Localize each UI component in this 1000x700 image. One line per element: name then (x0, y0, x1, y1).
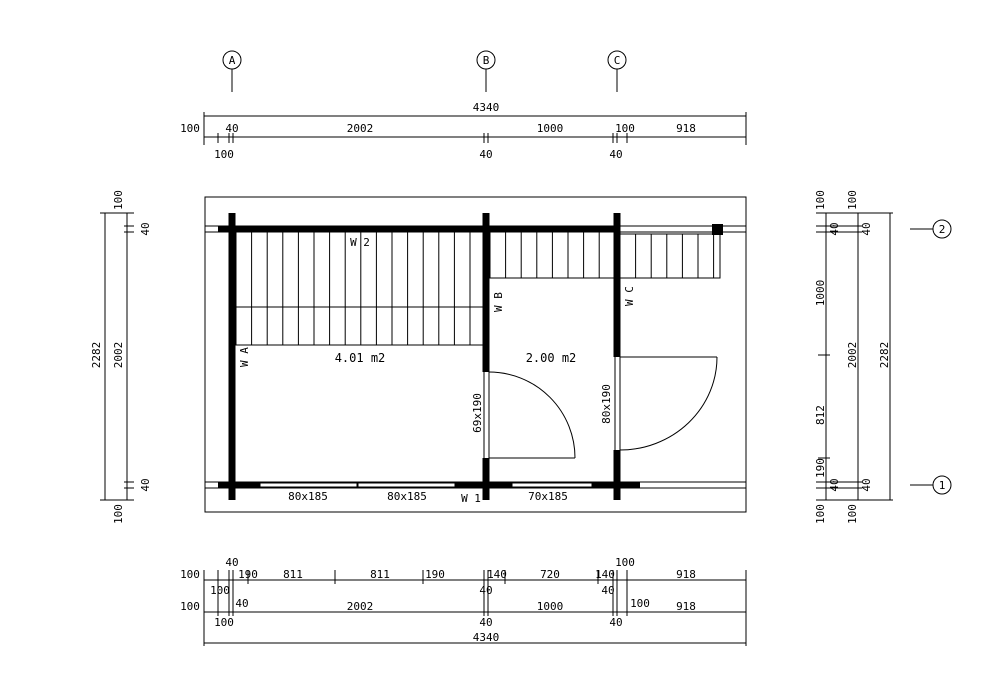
bottom-dimensions: 100 40 190 811 811 190 140 720 140 100 9… (180, 556, 747, 646)
room-area-label: 2.00 m2 (526, 351, 577, 365)
grid-axis-c: C (607, 50, 627, 92)
top-dimensions: 4340 100 40 2002 1000 100 918 100 40 40 (180, 101, 747, 161)
grid-label: A (229, 54, 236, 67)
dim-label: 40 (828, 222, 841, 235)
dim-label: 2002 (347, 122, 374, 135)
dim-label: 100 (615, 556, 635, 569)
deck-boards-right (635, 234, 715, 278)
dim-label: 40 (479, 148, 492, 161)
dim-label: 40 (479, 584, 492, 597)
windows (259, 482, 593, 488)
walls (218, 213, 640, 500)
door-size-label: 69x190 (471, 393, 484, 433)
dim-label: 100 (214, 616, 234, 629)
grid-axis-2: 2 (910, 219, 952, 239)
room-area-label: 4.01 m2 (335, 351, 386, 365)
dim-label: 100 (210, 584, 230, 597)
wall-mark: W A (238, 347, 251, 367)
dim-label: 190 (238, 568, 258, 581)
dim-label: 812 (814, 405, 827, 425)
dim-label: 2282 (90, 342, 103, 369)
dim-label: 100 (615, 122, 635, 135)
dim-label: 40 (609, 148, 622, 161)
dim-label: 40 (139, 222, 152, 235)
dim-label: 2002 (846, 342, 859, 369)
dim-label: 40 (860, 222, 873, 235)
deck-outline (235, 231, 721, 346)
door-middle (483, 371, 576, 459)
dim-label: 100 (180, 600, 200, 613)
window-size-label: 80x185 (387, 490, 427, 503)
left-dimensions: 2282 2002 100 40 40 100 (90, 190, 152, 524)
dim-label: 2002 (112, 342, 125, 369)
dim-label: 918 (676, 600, 696, 613)
post (712, 224, 723, 235)
dim-label: 40 (828, 478, 841, 491)
dim-label: 40 (225, 122, 238, 135)
dim-label: 100 (112, 190, 125, 210)
wall-mark: W 2 (350, 236, 370, 249)
grid-axis-b: B (476, 50, 496, 92)
dim-label: 140 (595, 568, 615, 581)
wall-mark: W 1 (461, 492, 481, 505)
dim-label: 1000 (814, 280, 827, 307)
deck-boards-left (251, 232, 471, 345)
window-size-label: 80x185 (288, 490, 328, 503)
window-size-label: 70x185 (528, 490, 568, 503)
dim-label: 811 (283, 568, 303, 581)
door-size-label: 80x190 (600, 384, 613, 424)
deck-boards-middle (505, 232, 600, 278)
dim-label: 190 (425, 568, 445, 581)
dim-label: 100 (814, 504, 827, 524)
dim-label: 40 (601, 584, 614, 597)
dim-label: 100 (630, 597, 650, 610)
dim-label: 40 (139, 478, 152, 491)
dim-label: 40 (225, 556, 238, 569)
grid-axis-a: A (222, 50, 242, 92)
wall-mark: W B (492, 292, 505, 312)
grid-label: 1 (939, 479, 946, 492)
door-right (614, 356, 718, 451)
dim-label: 1000 (537, 122, 564, 135)
grid-label: B (483, 54, 490, 67)
dim-label: 2282 (878, 342, 891, 369)
wall-mark: W C (623, 286, 636, 306)
dim-label: 4340 (473, 631, 500, 644)
dim-label: 40 (235, 597, 248, 610)
dim-label: 100 (214, 148, 234, 161)
grid-axis-1: 1 (910, 475, 952, 495)
dim-label: 140 (487, 568, 507, 581)
dim-label: 720 (540, 568, 560, 581)
plan-outline (204, 196, 747, 513)
dim-label: 2002 (347, 600, 374, 613)
dim-label: 100 (112, 504, 125, 524)
dim-label: 918 (676, 568, 696, 581)
dim-label: 40 (479, 616, 492, 629)
dim-label: 100 (814, 190, 827, 210)
dim-label: 40 (860, 478, 873, 491)
right-dimensions: 100 40 1000 812 190 40 100 100 40 2002 4… (814, 190, 893, 524)
dim-label: 811 (370, 568, 390, 581)
dim-label: 190 (814, 458, 827, 478)
dim-label: 100 (180, 122, 200, 135)
dim-label: 918 (676, 122, 696, 135)
grid-label: 2 (939, 223, 946, 236)
grid-label: C (614, 54, 621, 67)
dim-label: 1000 (537, 600, 564, 613)
dim-label: 100 (846, 504, 859, 524)
dim-label: 4340 (473, 101, 500, 114)
dim-label: 100 (846, 190, 859, 210)
dim-label: 100 (180, 568, 200, 581)
dim-label: 40 (609, 616, 622, 629)
